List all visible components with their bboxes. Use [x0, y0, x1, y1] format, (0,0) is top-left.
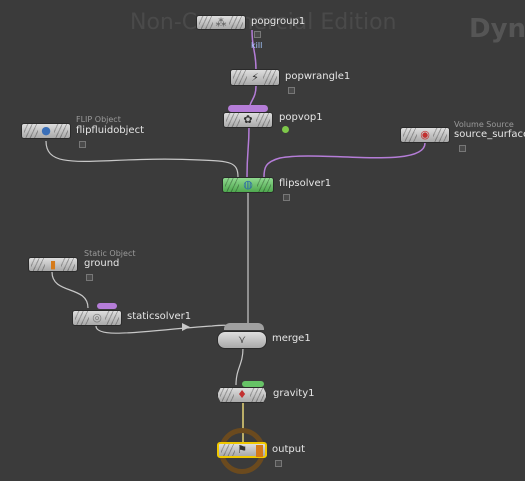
node-label[interactable]: merge1	[272, 333, 311, 344]
node-label[interactable]: staticsolver1	[127, 311, 192, 322]
node-label[interactable]: output	[272, 444, 305, 455]
wire-ground-staticsolver	[51, 271, 89, 309]
flip-object-icon: ●	[41, 124, 51, 137]
wire-popgroup-popwrangle	[251, 29, 257, 71]
watermark: Non-Commercial Edition	[130, 10, 397, 35]
node-type-label: FLIP Object	[76, 115, 121, 124]
wire-source-flipsolver	[263, 142, 426, 178]
volume-source-icon: ◉	[420, 128, 430, 141]
node-label[interactable]: flipfluidobject	[76, 125, 145, 136]
wrangle-icon: ⚡	[251, 70, 259, 84]
node-label[interactable]: popwrangle1	[285, 71, 351, 82]
output-icon: ⚑	[237, 443, 247, 456]
lock-icon[interactable]	[79, 141, 86, 148]
node-type-label: Static Object	[84, 249, 136, 258]
wire-popvop-flipsolver	[246, 126, 250, 178]
popgroup-icon: ⁂	[215, 15, 227, 29]
static-solver-icon: ◎	[92, 311, 102, 324]
merge-icon: ⋎	[237, 333, 247, 346]
node-label[interactable]: popvop1	[279, 112, 323, 123]
wire-label-kill: kill	[251, 41, 263, 50]
lock-icon[interactable]	[283, 194, 290, 201]
vop-icon: ✿	[243, 113, 253, 126]
lock-icon[interactable]	[288, 87, 295, 94]
context-title: Dyna	[469, 14, 525, 44]
status-dot	[282, 126, 289, 133]
node-label[interactable]: popgroup1	[251, 16, 306, 27]
lock-icon[interactable]	[275, 460, 282, 467]
display-flag	[256, 445, 263, 457]
flip-solver-icon: ◍	[243, 178, 253, 191]
node-badge-purple	[97, 303, 117, 309]
wire-staticsolver-merge	[95, 324, 231, 334]
lock-icon[interactable]	[254, 31, 261, 38]
merge-input-bar	[224, 323, 264, 330]
node-label[interactable]: flipsolver1	[279, 178, 332, 189]
node-type-label: Volume Source	[454, 120, 514, 129]
node-badge-purple	[228, 105, 268, 112]
node-badge-green	[242, 381, 264, 387]
gravity-icon: ♦	[237, 388, 247, 401]
lock-icon[interactable]	[86, 274, 93, 281]
node-label[interactable]: source_surface	[454, 129, 525, 140]
wire-arrow	[182, 323, 190, 331]
node-label[interactable]: gravity1	[273, 388, 315, 399]
static-object-icon: ▮	[49, 257, 57, 271]
node-label[interactable]: ground	[84, 258, 120, 269]
wire-flipfluid-flipsolver	[45, 140, 239, 178]
lock-icon[interactable]	[459, 145, 466, 152]
wire-merge-gravity	[235, 347, 244, 386]
